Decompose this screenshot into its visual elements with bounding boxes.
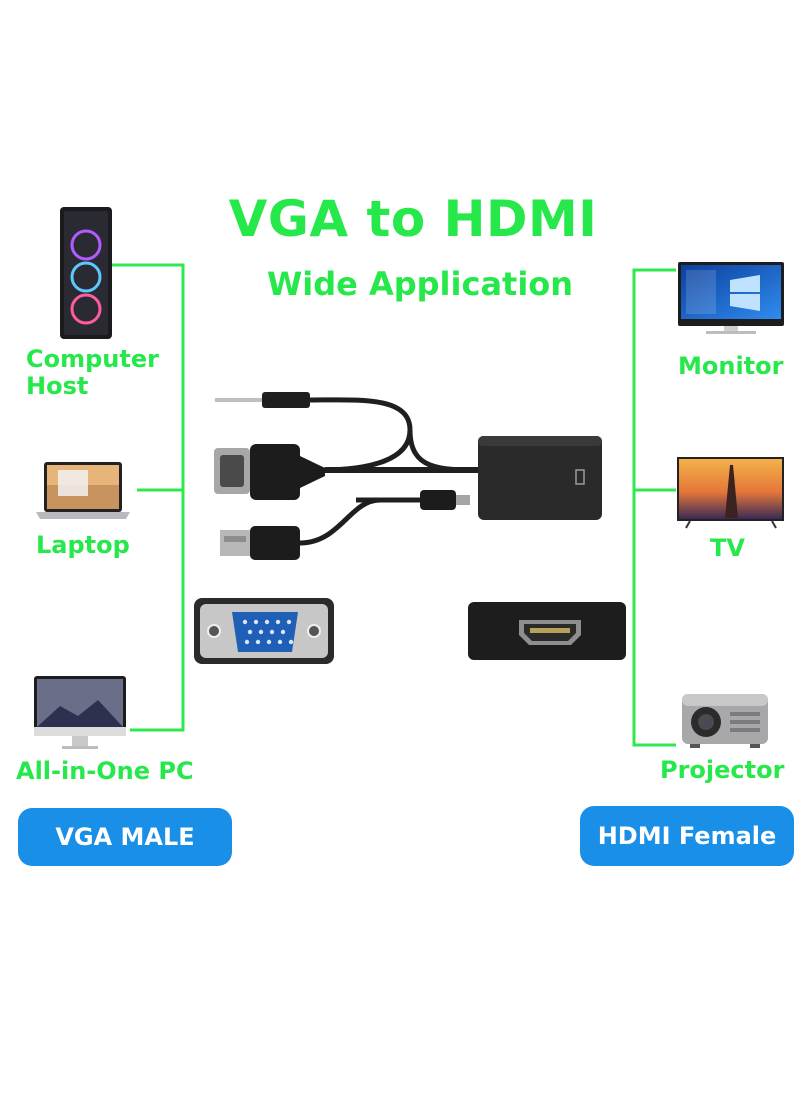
label-laptop: Laptop [36, 531, 130, 559]
page-title: VGA to HDMI [228, 190, 598, 248]
label-monitor: Monitor [678, 352, 784, 380]
laptop-icon [36, 462, 130, 519]
hdmi-port-icon [468, 602, 626, 660]
projector-icon [682, 694, 768, 748]
hdmi-female-badge-label: HDMI Female [597, 822, 777, 850]
right-connector-lines [632, 268, 676, 747]
page-subtitle: Wide Application [266, 265, 574, 303]
monitor-icon [678, 262, 784, 334]
vga-male-badge: VGA MALE [18, 808, 232, 866]
tv-icon [677, 457, 784, 529]
label-projector: Projector [660, 756, 785, 784]
vga-male-badge-label: VGA MALE [55, 823, 195, 851]
all-in-one-pc-icon [34, 676, 126, 749]
computer-host-icon [60, 207, 112, 339]
label-tv: TV [710, 534, 745, 562]
label-all-in-one-pc: All-in-One PC [16, 757, 194, 785]
vga-port-icon [194, 598, 334, 664]
hdmi-female-badge: HDMI Female [580, 806, 794, 866]
adapter-cable-artwork [214, 392, 602, 560]
label-computer-host: Computer Host [26, 345, 159, 400]
left-connector-lines [112, 263, 185, 732]
